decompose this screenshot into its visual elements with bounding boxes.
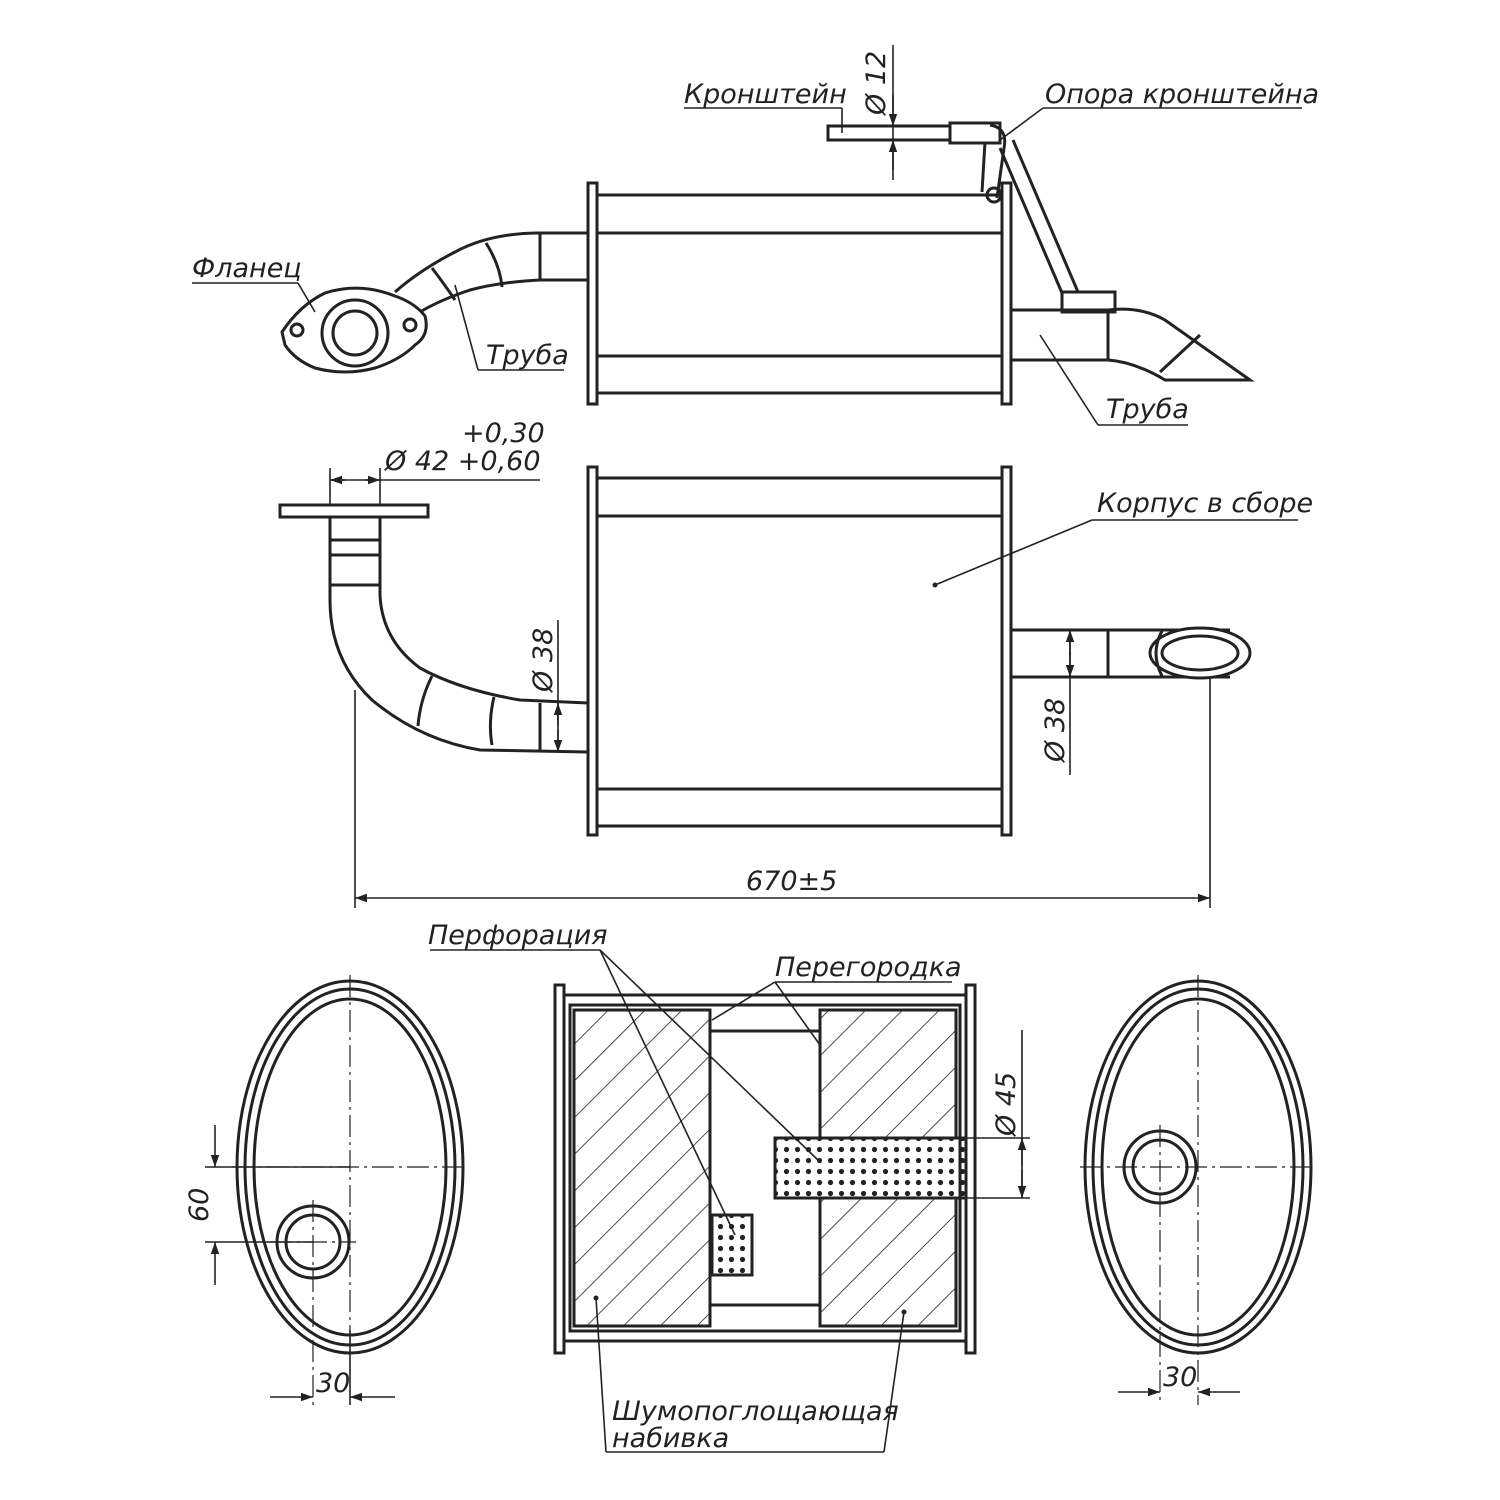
flange-tol-upper-text: +0,30 [462, 418, 545, 449]
label-perforation: Перфорация [428, 920, 608, 951]
overall-length-dimension: 670±5 [354, 678, 1211, 908]
inlet-dia-text: Ø 38 [528, 628, 559, 693]
flange-dia-text: Ø 42 +0,60 [384, 446, 541, 477]
perforated-inner-pipe [773, 1136, 968, 1200]
top-flange [280, 286, 428, 374]
outlet-dia-dimension: Ø 38 [1040, 630, 1075, 775]
inner-pipe-dia-dimension: Ø 45 [966, 1030, 1030, 1199]
label-baffle: Перегородка [775, 952, 962, 983]
front-outlet-pipe [1011, 626, 1252, 680]
top-bracket [826, 121, 1117, 314]
overall-length-text: 670±5 [746, 866, 837, 897]
label-absorbent-line2: набивка [612, 1423, 729, 1454]
label-pipe-outlet: Труба [1106, 394, 1189, 425]
inlet-offset-h-dimension: 30 [270, 1330, 395, 1405]
bracket-dia-text: Ø 12 [861, 51, 892, 116]
housing-label-group: Корпус в сборе [932, 488, 1313, 588]
top-view: Ø 12 Кронштейн Опора кронштейна Фланец Т… [192, 45, 1319, 426]
label-flange: Фланец [192, 253, 302, 284]
label-bracket-support: Опора кронштейна [1045, 79, 1319, 110]
inlet-offset-v-text: 60 [184, 1188, 215, 1222]
front-housing [586, 465, 1013, 837]
label-bracket: Кронштейн [684, 79, 847, 110]
section-labels: Перфорация Перегородка Шумопоглощающая н… [428, 920, 962, 1454]
inlet-offset-h-text: 30 [316, 1368, 350, 1399]
outlet-dia-text: Ø 38 [1040, 698, 1071, 763]
top-view-labels: Кронштейн Опора кронштейна Фланец Труба … [192, 79, 1319, 426]
label-housing: Корпус в сборе [1097, 488, 1313, 519]
top-outlet-pipe [1011, 307, 1255, 382]
perforated-inlet-pipe [710, 1213, 754, 1277]
absorbent-right-bottom [818, 1196, 958, 1328]
bracket-dia-dimension: Ø 12 [861, 45, 898, 180]
section-view: Ø 45 Перфорация Перегородка Шумопоглощаю… [428, 920, 1030, 1454]
top-inlet-pipe [394, 231, 588, 314]
absorbent-left [572, 1008, 712, 1328]
top-housing [586, 181, 1013, 406]
outlet-offset-h-text: 30 [1163, 1362, 1197, 1393]
inlet-dia-dimension: Ø 38 [528, 620, 563, 752]
label-pipe-inlet: Труба [486, 340, 569, 371]
absorbent-right-top [818, 1008, 958, 1140]
label-absorbent-line1: Шумопоглощающая [612, 1396, 899, 1427]
inlet-offset-v-dimension: 60 [184, 1125, 350, 1285]
outlet-offset-h-dimension: 30 [1118, 1362, 1240, 1397]
outlet-end-view: 30 [1080, 975, 1316, 1405]
flange-dia-dimension: +0,30 Ø 42 +0,60 [329, 418, 545, 505]
front-view: +0,30 Ø 42 +0,60 Ø 38 Ø 38 Корпус в сбор… [278, 418, 1313, 908]
inlet-end-view: 60 30 [184, 975, 468, 1405]
inner-pipe-dia-text: Ø 45 [991, 1072, 1022, 1137]
front-inlet-pipe [278, 503, 589, 754]
